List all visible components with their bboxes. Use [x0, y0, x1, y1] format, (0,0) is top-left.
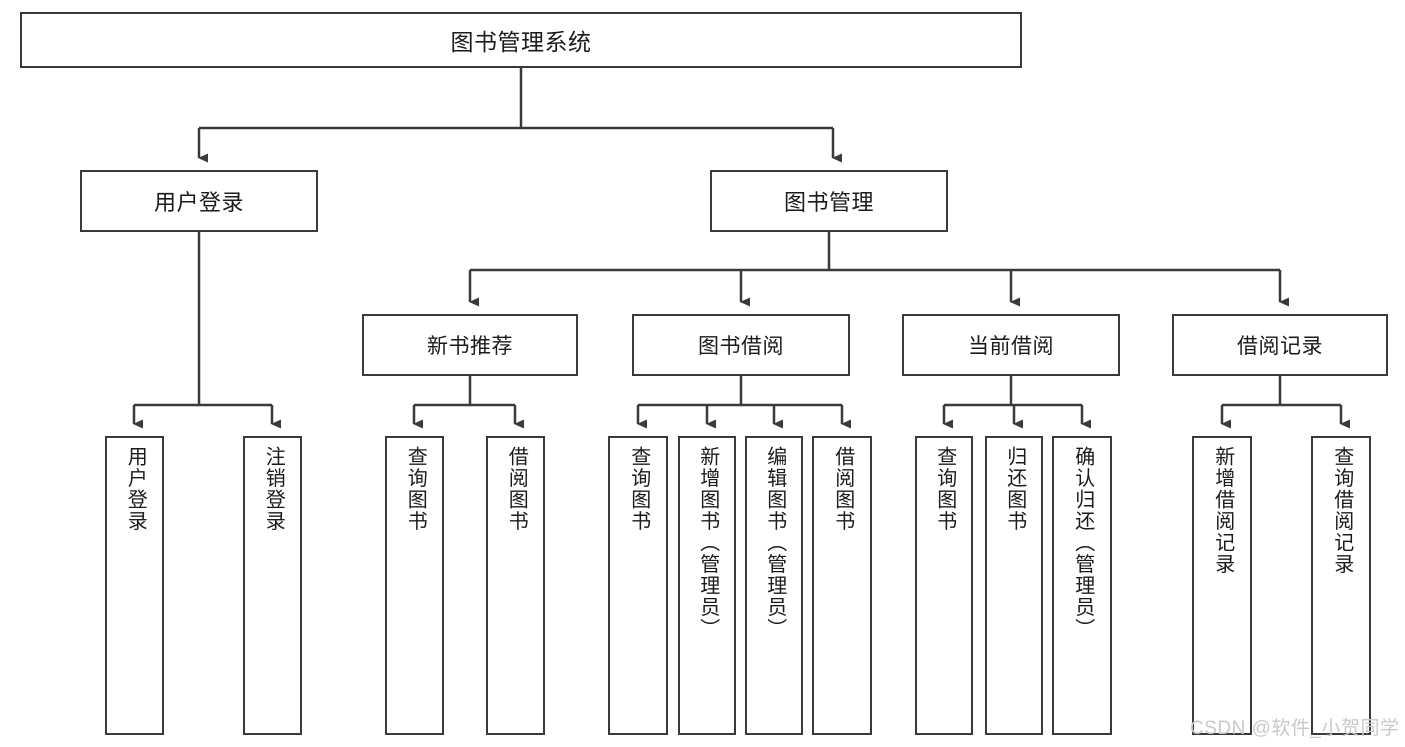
leaf-record-add-borrow-record[interactable]: 新增借阅记录 — [1192, 436, 1252, 735]
node-label: 图书借阅 — [698, 335, 784, 358]
node-label: 图书管理系统 — [450, 29, 592, 55]
node-label: 用户登录 — [153, 190, 244, 215]
node-label: 新增图书（管理员） — [696, 446, 719, 640]
node-label: 查询图书 — [627, 446, 650, 532]
node-label: 新书推荐 — [427, 335, 513, 358]
node-label: 编辑图书（管理员） — [763, 446, 786, 640]
node-label: 新增借阅记录 — [1211, 446, 1234, 575]
node-label: 当前借阅 — [968, 335, 1054, 358]
node-label: 查询借阅记录 — [1330, 446, 1353, 575]
leaf-current-return-book[interactable]: 归还图书 — [985, 436, 1043, 735]
csdn-watermark: CSDN @软件_小贺同学 — [1190, 718, 1400, 739]
node-label: 借阅图书 — [831, 446, 854, 532]
node-label: 借阅图书 — [505, 446, 528, 532]
node-label: 注销登录 — [262, 446, 285, 532]
node-label: 用户登录 — [124, 446, 147, 532]
leaf-logout[interactable]: 注销登录 — [243, 436, 302, 735]
leaf-borrow-query-book[interactable]: 查询图书 — [608, 436, 668, 735]
leaf-borrow-edit-book-admin[interactable]: 编辑图书（管理员） — [745, 436, 803, 735]
node-user-login[interactable]: 用户登录 — [80, 170, 318, 232]
node-current-borrow[interactable]: 当前借阅 — [902, 314, 1120, 376]
node-label: 图书管理 — [783, 190, 874, 215]
leaf-current-query-book[interactable]: 查询图书 — [915, 436, 973, 735]
leaf-recommend-borrow-book[interactable]: 借阅图书 — [486, 436, 545, 735]
leaf-current-confirm-return-admin[interactable]: 确认归还（管理员） — [1052, 436, 1112, 735]
node-book-borrow[interactable]: 图书借阅 — [632, 314, 850, 376]
node-label: 确认归还（管理员） — [1071, 446, 1094, 640]
leaf-recommend-query-book[interactable]: 查询图书 — [385, 436, 444, 735]
node-label: 查询图书 — [933, 446, 956, 532]
leaf-record-query-borrow-record[interactable]: 查询借阅记录 — [1311, 436, 1371, 735]
node-new-book-recommend[interactable]: 新书推荐 — [362, 314, 578, 376]
node-borrow-record[interactable]: 借阅记录 — [1172, 314, 1388, 376]
leaf-borrow-borrow-book[interactable]: 借阅图书 — [812, 436, 872, 735]
node-root-system[interactable]: 图书管理系统 — [20, 12, 1022, 68]
node-label: 归还图书 — [1003, 446, 1026, 532]
leaf-borrow-add-book-admin[interactable]: 新增图书（管理员） — [678, 436, 736, 735]
leaf-user-login[interactable]: 用户登录 — [105, 436, 164, 735]
node-book-management[interactable]: 图书管理 — [710, 170, 948, 232]
node-label: 借阅记录 — [1237, 335, 1323, 358]
node-label: 查询图书 — [404, 446, 427, 532]
